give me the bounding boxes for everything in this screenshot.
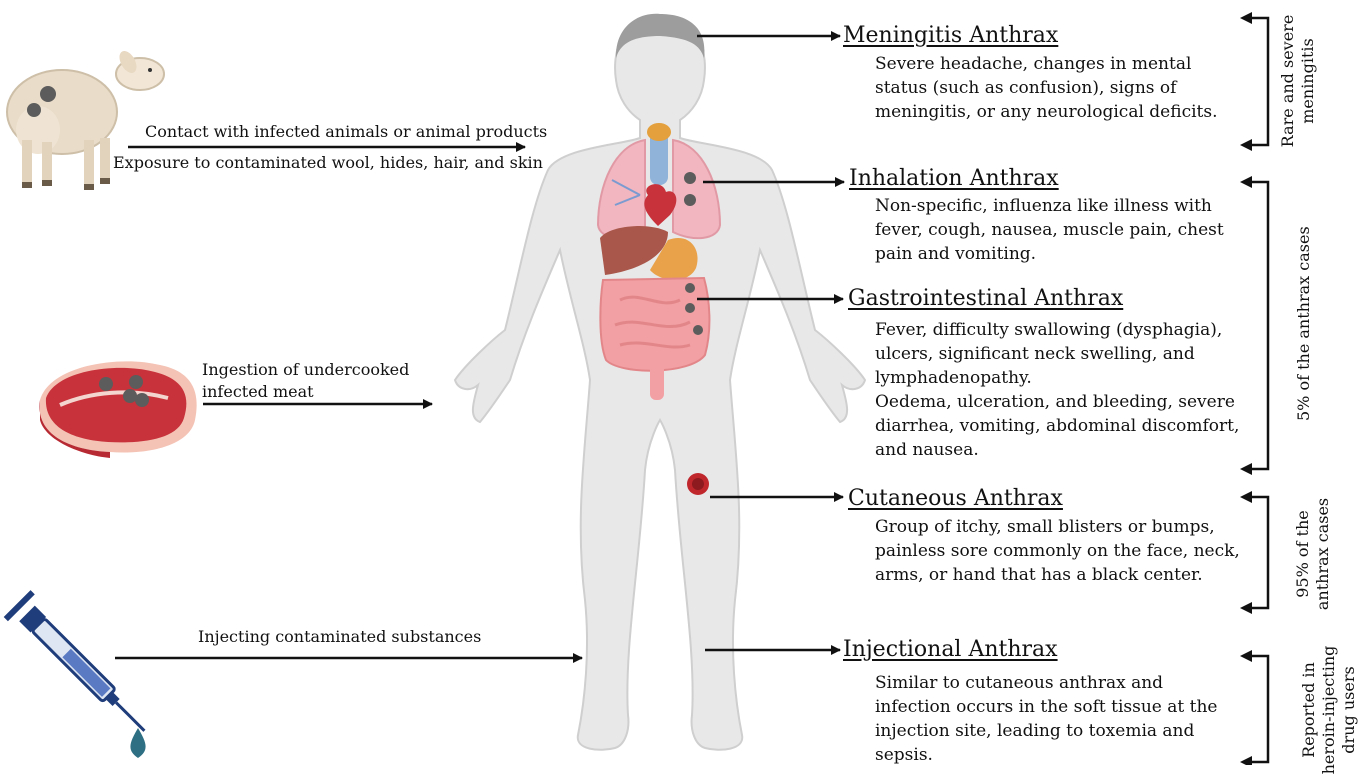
exposure-contact-line1: Contact with infected animals or animal …: [145, 121, 547, 143]
cutaneous-title: Cutaneous Anthrax: [848, 485, 1063, 513]
meat-icon: [40, 361, 197, 458]
cutaneous-description: Group of itchy, small blisters or bumps,…: [875, 515, 1240, 587]
inhalation-description: Non-specific, influenza like illness wit…: [875, 194, 1225, 266]
injectional-description: Similar to cutaneous anthrax and infecti…: [875, 671, 1225, 767]
gastrointestinal-title: Gastrointestinal Anthrax: [848, 285, 1123, 313]
bracket-label-meningitis: Rare and severe meningitis: [1278, 11, 1318, 151]
bracket-arrowheads: [1240, 12, 1252, 765]
injectional-title: Injectional Anthrax: [843, 636, 1058, 664]
right-brackets: [1246, 18, 1268, 762]
bracket-label-injection-users: Reported in heroin-injecting drug users: [1299, 640, 1358, 780]
exposure-injection: Injecting contaminated substances: [198, 626, 481, 648]
bracket-label-five-percent: 5% of the anthrax cases: [1294, 231, 1316, 421]
exposure-ingestion-line2: infected meat: [202, 381, 314, 403]
gastrointestinal-description-2: Oedema, ulceration, and bleeding, severe…: [875, 390, 1240, 462]
syringe-icon: [4, 590, 158, 744]
meningitis-description: Severe headache, changes in mental statu…: [875, 52, 1225, 124]
gastrointestinal-description: Fever, difficulty swallowing (dysphagia)…: [875, 318, 1225, 390]
meningitis-title: Meningitis Anthrax: [843, 22, 1058, 50]
exposure-ingestion-line1: Ingestion of undercooked: [202, 359, 409, 381]
drop-icon: [130, 728, 145, 758]
bracket-label-ninety-five-percent: 95% of the anthrax cases: [1293, 494, 1333, 614]
inhalation-title: Inhalation Anthrax: [849, 165, 1059, 193]
exposure-contact-line2: Exposure to contaminated wool, hides, ha…: [113, 152, 543, 174]
